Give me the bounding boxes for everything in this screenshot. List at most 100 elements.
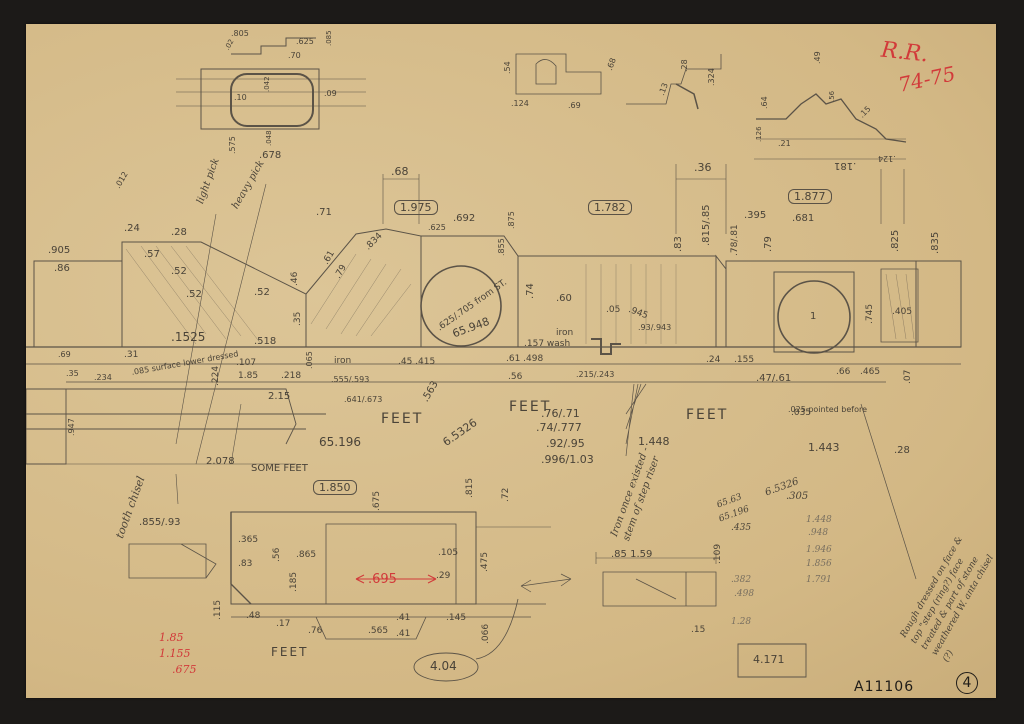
dim: .181 bbox=[834, 160, 857, 171]
dim: .21 bbox=[778, 139, 791, 148]
dim: .625 bbox=[428, 223, 446, 232]
stone-6 bbox=[725, 260, 917, 348]
label-feet-3: FEET bbox=[686, 407, 729, 423]
dim: .10 bbox=[234, 93, 247, 102]
dim: .124 bbox=[511, 99, 529, 108]
label-feet-2: FEET bbox=[509, 399, 552, 415]
dim: .56 bbox=[508, 372, 523, 382]
dim: .996/1.03 bbox=[541, 453, 594, 466]
framed-value-top-left: 1.975 bbox=[394, 200, 438, 215]
dim: .66 bbox=[836, 367, 851, 377]
dim: .641/.673 bbox=[344, 395, 383, 404]
dim: .24 bbox=[706, 355, 721, 365]
lintel-block-outline bbox=[200, 68, 320, 130]
dim: .69 bbox=[568, 101, 581, 110]
dim: .234 bbox=[94, 373, 112, 382]
dim: .305 bbox=[786, 491, 809, 502]
dim: .48 bbox=[246, 611, 261, 621]
dim: .1525 bbox=[171, 330, 206, 344]
pointed-before-note: .025 pointed before bbox=[788, 405, 868, 414]
dim: .835 bbox=[930, 231, 941, 254]
dim: .52 bbox=[186, 289, 202, 300]
dim: .05 bbox=[606, 305, 621, 315]
stone-5 bbox=[517, 255, 717, 348]
framed-value-top-right: 1.877 bbox=[788, 189, 832, 204]
dim: .61 .498 bbox=[506, 354, 544, 364]
dim: .107 bbox=[236, 358, 257, 368]
dim: .815 bbox=[465, 477, 475, 498]
catalog-number: A11106 bbox=[854, 679, 915, 695]
dim: .065 bbox=[305, 351, 314, 369]
dim: .45 .415 bbox=[398, 357, 436, 367]
dim: .066 bbox=[481, 623, 491, 644]
dim: .109 bbox=[713, 543, 723, 564]
dim: .155 bbox=[734, 355, 755, 365]
dim: .85 1.59 bbox=[611, 549, 653, 560]
dowel-square-right bbox=[773, 271, 855, 353]
dim: .805 bbox=[231, 29, 249, 38]
dim: 1.85 bbox=[238, 371, 259, 381]
dim: .76/.71 bbox=[541, 407, 580, 420]
dim: .15 bbox=[691, 625, 706, 635]
dim: .575 bbox=[228, 136, 237, 154]
pencil-drawing bbox=[26, 37, 962, 682]
dim: .92/.95 bbox=[546, 437, 585, 450]
dim: .68 bbox=[391, 165, 409, 178]
dim: .56 bbox=[272, 547, 282, 562]
dim: .86 bbox=[54, 263, 70, 274]
red-note-2: 1.155 bbox=[159, 647, 191, 660]
dim: 1.443 bbox=[808, 441, 840, 454]
dim: .825 bbox=[890, 229, 901, 252]
dim: .28 bbox=[171, 227, 187, 238]
dim: .681 bbox=[792, 213, 815, 224]
red-note-1: 1.85 bbox=[159, 631, 184, 644]
dim: 65.196 bbox=[319, 435, 361, 449]
dim: .465 bbox=[860, 367, 881, 377]
dim: .35 bbox=[66, 369, 79, 378]
dim: .678 bbox=[259, 150, 282, 161]
dim: .35 bbox=[293, 311, 303, 326]
stone-3 bbox=[305, 228, 422, 348]
stone-1 bbox=[33, 260, 123, 348]
dim: .124 bbox=[878, 154, 896, 163]
dim: .69 bbox=[58, 350, 71, 359]
dim: .625 bbox=[296, 37, 314, 46]
page-number: 4 bbox=[956, 672, 978, 694]
dim: .52 bbox=[171, 266, 187, 277]
dim: .57 bbox=[144, 249, 160, 260]
dim: .215/.243 bbox=[576, 370, 615, 379]
dim: .475 bbox=[480, 551, 490, 572]
dim: .048 bbox=[265, 130, 273, 146]
dim: .09 bbox=[324, 89, 337, 98]
dim: .692 bbox=[453, 213, 476, 224]
dim: .64 bbox=[760, 96, 769, 109]
dim: .518 bbox=[254, 336, 277, 347]
dim: .83 bbox=[238, 559, 253, 569]
dim: .17 bbox=[276, 619, 291, 629]
dim: .365 bbox=[238, 535, 259, 545]
dim: .105 bbox=[438, 548, 459, 558]
dowel-circle-right bbox=[777, 280, 851, 354]
dim: .74 bbox=[525, 283, 536, 299]
red-note-3: .675 bbox=[172, 663, 197, 676]
dim: 1.856 bbox=[806, 559, 832, 569]
dim: .41 bbox=[396, 629, 411, 639]
dim: .855 bbox=[497, 238, 506, 256]
drawing-sheet: R.R. 74-75 A11106 4 1.975 1.782 1.877 1.… bbox=[26, 24, 996, 698]
dim: .78/.81 bbox=[730, 224, 740, 256]
dim: .71 bbox=[316, 207, 332, 218]
dim: 1.448 bbox=[806, 515, 832, 525]
dim: .76 bbox=[308, 626, 323, 636]
dim: .675 bbox=[372, 490, 382, 511]
label-iron-2: iron bbox=[556, 328, 574, 338]
dim: .46 bbox=[290, 271, 300, 286]
dim: .947 bbox=[67, 418, 76, 436]
dim: .324 bbox=[707, 68, 716, 86]
framed-value-bottom: 1.850 bbox=[313, 480, 357, 495]
dim: .29 bbox=[436, 571, 451, 581]
dim: .24 bbox=[124, 223, 140, 234]
dim: .157 wash bbox=[524, 339, 571, 349]
dim: 1.791 bbox=[806, 575, 832, 585]
dim: .435 bbox=[731, 523, 752, 533]
dowel-circle-left bbox=[420, 265, 502, 347]
